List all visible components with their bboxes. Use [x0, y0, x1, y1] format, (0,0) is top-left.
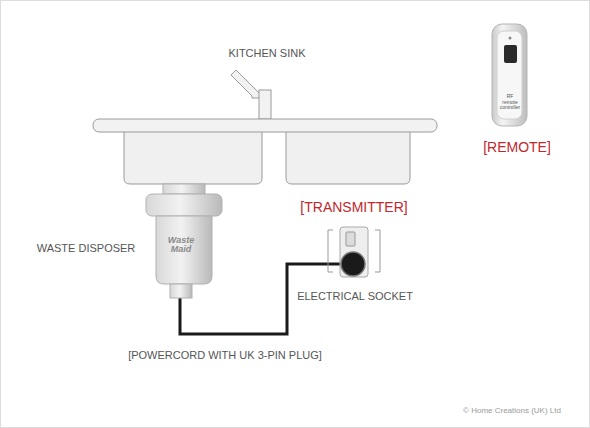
countertop	[93, 119, 437, 132]
device-text: RF remote controller	[499, 94, 521, 111]
right-basin	[286, 128, 410, 184]
part-label: WASTE DISPOSER	[37, 242, 136, 254]
socket-bracket-right	[375, 230, 380, 272]
disposer-outlet	[170, 284, 192, 298]
copyright-note: © Home Creations (UK) Ltd	[463, 407, 561, 416]
remote-button	[504, 45, 517, 63]
remote-body	[492, 24, 527, 126]
remote-led	[509, 37, 512, 40]
remote-panel	[497, 31, 522, 119]
disposer-collar	[163, 184, 205, 194]
tap-pillar	[259, 90, 271, 119]
part-label: ELECTRICAL SOCKET	[297, 290, 413, 302]
socket-plate	[340, 227, 368, 277]
part-label: [POWERCORD WITH UK 3-PIN PLUG]	[128, 349, 322, 361]
callout-label: [REMOTE]	[483, 140, 551, 155]
brand-logo: Waste Maid	[166, 236, 196, 253]
socket-bracket-left	[328, 230, 333, 272]
disposer-body	[156, 216, 212, 284]
callout-label: [TRANSMITTER]	[300, 200, 407, 215]
tap-spout	[231, 70, 260, 119]
left-basin	[124, 128, 262, 184]
part-label: KITCHEN SINK	[228, 47, 305, 59]
socket-switch	[346, 232, 355, 246]
transmitter-plug	[341, 252, 365, 276]
disposer-flange	[146, 194, 222, 216]
